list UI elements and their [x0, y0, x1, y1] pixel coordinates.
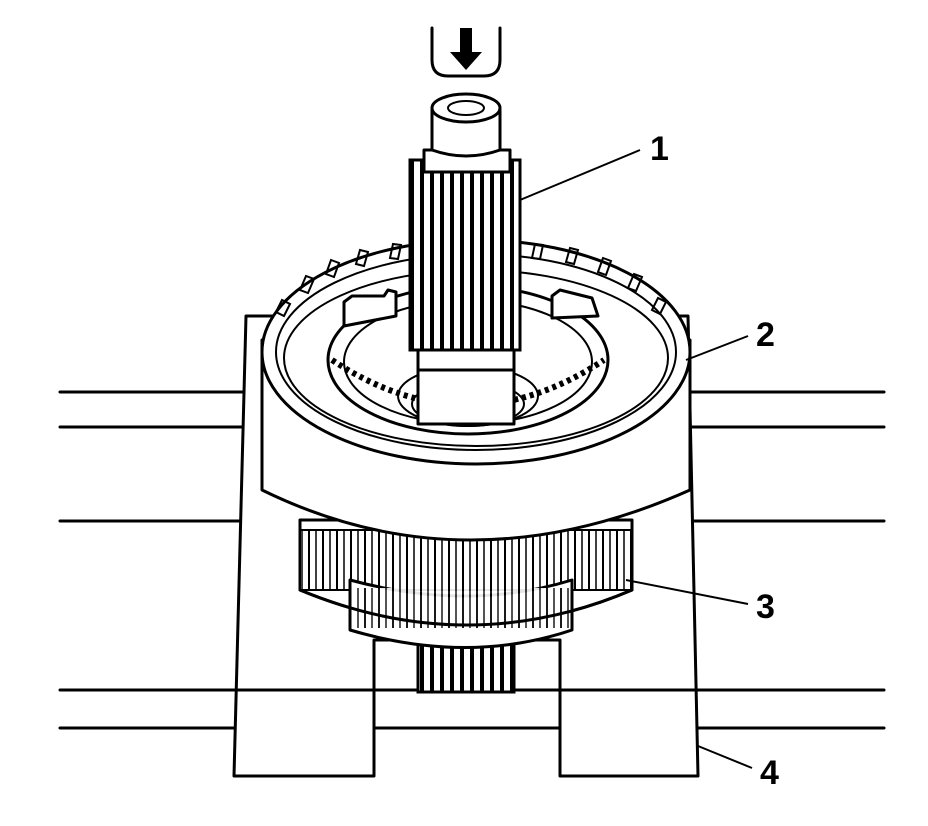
press-tool [430, 26, 502, 78]
fixture-rails [58, 390, 886, 730]
gear-assembly [298, 518, 634, 649]
callout-3: 3 [756, 588, 775, 626]
arrow-down-icon [450, 28, 482, 70]
input-shaft [408, 92, 522, 426]
callout-1: 1 [650, 130, 669, 168]
callout-2: 2 [756, 316, 775, 354]
callout-4: 4 [760, 754, 779, 792]
housing-slots [274, 242, 668, 318]
leader-lines [519, 149, 753, 769]
